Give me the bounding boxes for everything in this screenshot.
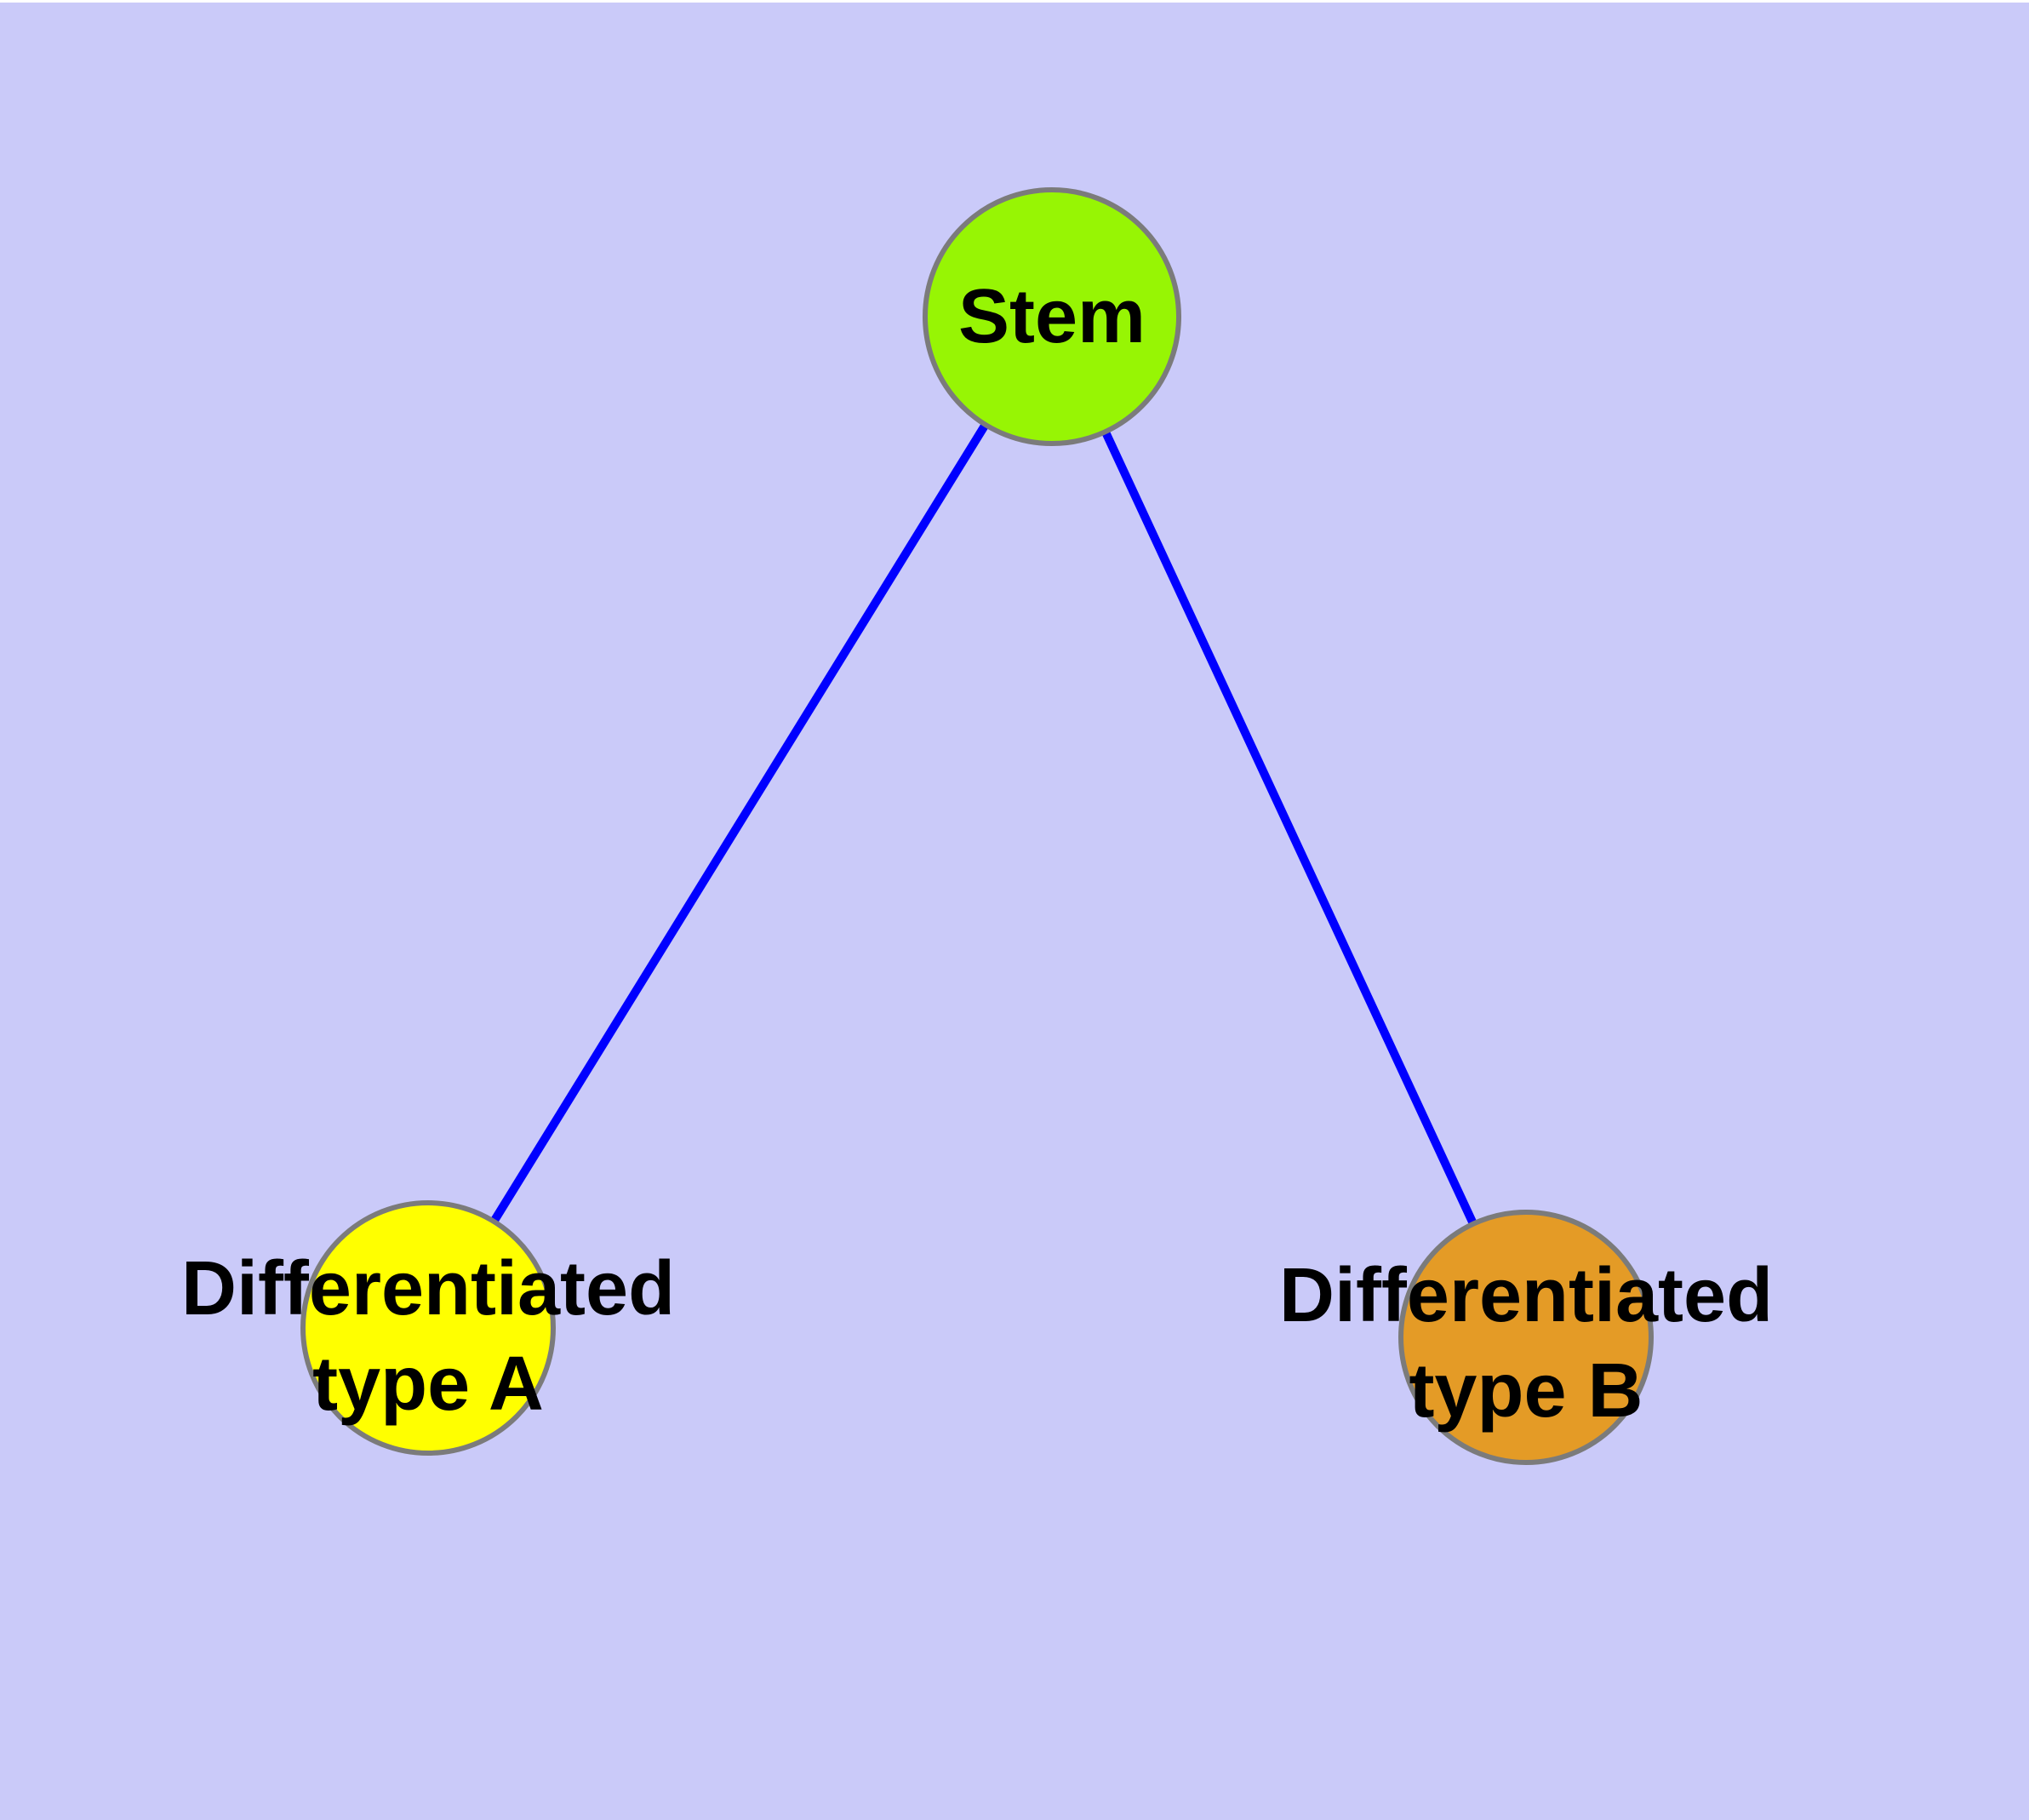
edge-stem-to-type-a — [424, 314, 1056, 1331]
stem-node-circle — [923, 187, 1181, 446]
top-white-strip — [0, 0, 2029, 3]
type-b-node-label: Differentiated type B — [1279, 1248, 1773, 1439]
edge-stem-to-type-b — [1048, 314, 1530, 1340]
type-b-node-circle — [1398, 1210, 1654, 1465]
type-a-node-label-line1: Differentiated — [180, 1246, 676, 1331]
stem-node-label: Stem — [958, 269, 1146, 364]
type-b-node-label-line1: Differentiated — [1278, 1253, 1774, 1338]
stem-node-label-text: Stem — [957, 274, 1146, 359]
type-a-node-circle — [300, 1200, 556, 1456]
type-a-node-label: Differentiated type A — [181, 1241, 675, 1432]
type-a-node-label-line2: type A — [312, 1342, 544, 1427]
type-b-node-label-line2: type B — [1409, 1348, 1643, 1434]
